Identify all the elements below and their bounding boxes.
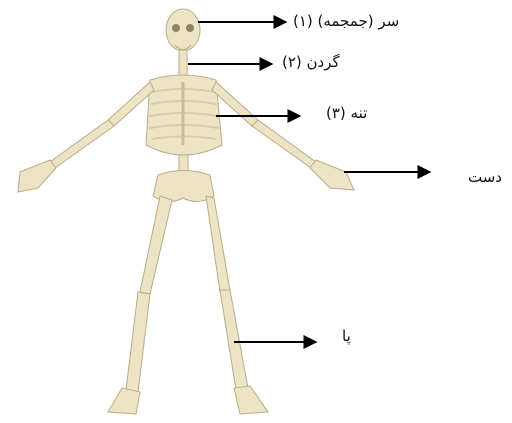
right-leg-shape (206, 196, 268, 414)
skull-label: سر (جمجمه) (۱) (293, 12, 399, 30)
left-arm-shape (18, 82, 154, 192)
right-arm-shape (212, 82, 354, 190)
left-leg-shape (108, 196, 172, 414)
neck-label: گردن (۲) (282, 53, 340, 71)
leg-label: پا (342, 327, 351, 345)
hand-label: دست (468, 168, 502, 186)
torso-label: تنه (۳) (326, 104, 367, 122)
rib-cage-shape (146, 75, 222, 155)
skull-shape (166, 9, 200, 51)
